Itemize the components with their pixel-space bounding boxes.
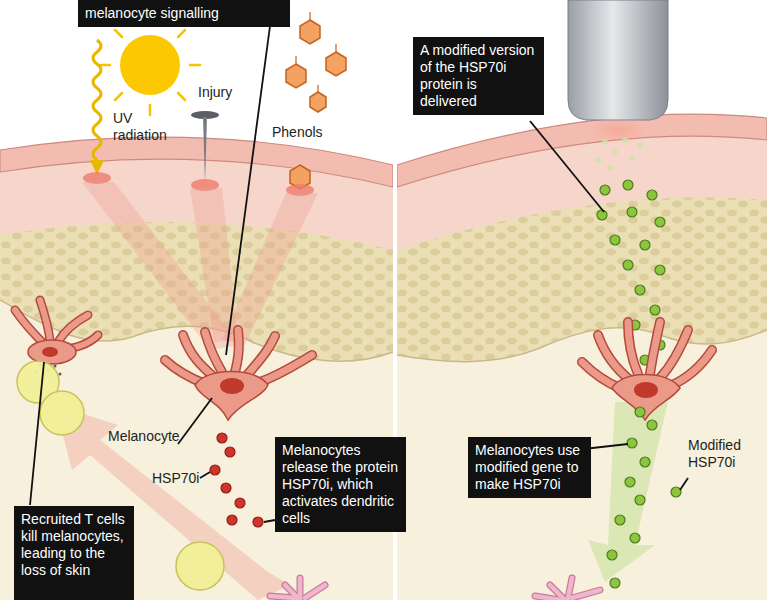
part-label: Injury [198, 84, 258, 101]
callout-box: Melanocytes release the protein HSP70i, … [275, 437, 406, 532]
callout-box: Melanocytes use modified gene to make HS… [468, 437, 591, 498]
callout-text: A modified version of the HSP70i protein… [420, 42, 537, 110]
part-label: Melanocyte [108, 428, 198, 445]
callout-text: melanocyte signalling [85, 5, 283, 22]
part-label: HSP70i [152, 470, 212, 487]
callout-text: Melanocytes use modified gene to make HS… [475, 442, 584, 493]
callout-box: A modified version of the HSP70i protein… [413, 37, 544, 115]
callout-box: melanocyte signalling [78, 0, 290, 27]
part-label: Phenols [272, 124, 342, 141]
callout-text: Melanocytes release the protein HSP70i, … [282, 442, 399, 527]
callout-text: Recruited T cells kill melanocytes, lead… [21, 511, 127, 579]
callout-box: Recruited T cells kill melanocytes, lead… [14, 506, 134, 600]
part-label: Modified HSP70i [688, 437, 764, 471]
part-label: UV radiation [113, 110, 185, 144]
